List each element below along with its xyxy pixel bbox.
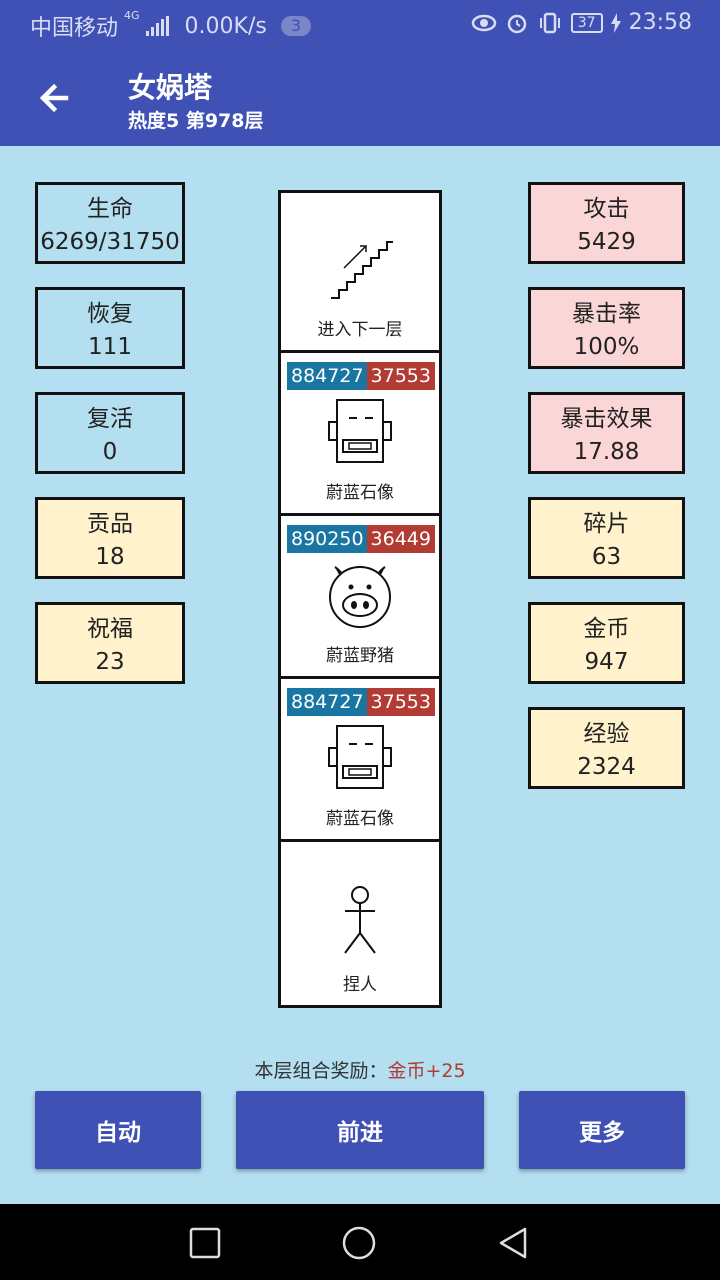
page-subtitle: 热度5 第978层: [128, 110, 264, 132]
home-circle-icon[interactable]: [342, 1226, 376, 1260]
enemy-hp-badge: 890250: [287, 525, 368, 553]
stat-value: 947: [584, 649, 629, 675]
stairs-icon: [331, 241, 393, 299]
stat-value: 100%: [573, 334, 640, 360]
reward-value: 金币+25: [387, 1060, 466, 1082]
eye-icon: [471, 14, 497, 31]
app-bar: 女娲塔 热度5 第978层: [0, 50, 720, 146]
cell-label: 蔚蓝野猪: [326, 646, 394, 666]
page-title: 女娲塔: [128, 71, 213, 104]
stat-value: 18: [95, 544, 125, 570]
back-arrow-icon[interactable]: [34, 78, 74, 118]
stat-value: 17.88: [573, 439, 640, 465]
stat-label: 恢复: [87, 301, 133, 327]
stat-label: 暴击率: [572, 301, 641, 327]
tower-cell-enemy[interactable]: 890250 36449 蔚蓝野猪: [281, 519, 439, 679]
cell-label: 捏人: [343, 975, 377, 995]
stat-attack: 攻击 5429: [528, 182, 685, 264]
network-speed: 0.00K/s: [184, 13, 267, 39]
stat-label: 复活: [87, 406, 133, 432]
stat-tribute[interactable]: 贡品 18: [35, 497, 185, 579]
robot-icon: [328, 725, 392, 789]
stat-label: 经验: [583, 721, 630, 747]
tower-cell-next-floor[interactable]: 进入下一层: [281, 193, 439, 353]
auto-button[interactable]: 自动: [35, 1091, 201, 1169]
stat-label: 暴击效果: [560, 406, 653, 432]
tower-cell-enemy[interactable]: 884727 37553 蔚蓝石像: [281, 356, 439, 516]
charging-icon: [610, 12, 621, 33]
stat-fragments[interactable]: 碎片 63: [528, 497, 685, 579]
enemy-hp-badge: 884727: [287, 688, 368, 716]
stat-experience[interactable]: 经验 2324: [528, 707, 685, 789]
forward-button[interactable]: 前进: [236, 1091, 484, 1169]
signal-icon: [145, 16, 169, 36]
enemy-attack-badge: 37553: [366, 688, 435, 716]
stat-label: 祝福: [87, 616, 133, 642]
stat-crit-rate: 暴击率 100%: [528, 287, 685, 369]
cell-label: 蔚蓝石像: [326, 483, 394, 503]
stat-blessing[interactable]: 祝福 23: [35, 602, 185, 684]
stat-value: 23: [95, 649, 125, 675]
enemy-attack-badge: 36449: [366, 525, 435, 553]
stat-regen: 恢复 111: [35, 287, 185, 369]
alarm-icon: [507, 14, 527, 33]
pig-icon: [329, 566, 391, 628]
stat-label: 碎片: [583, 511, 630, 537]
tower-cell-enemy[interactable]: 884727 37553 蔚蓝石像: [281, 682, 439, 842]
stat-revive: 复活 0: [35, 392, 185, 474]
network-type: 4G: [124, 9, 140, 22]
reward-label: 本层组合奖励：: [254, 1060, 388, 1082]
stat-label: 攻击: [583, 196, 630, 222]
recents-square-icon[interactable]: [188, 1226, 222, 1260]
stat-value: 5429: [577, 229, 636, 255]
back-triangle-icon[interactable]: [496, 1226, 530, 1260]
stat-gold[interactable]: 金币 947: [528, 602, 685, 684]
tower-cell-player[interactable]: 捏人: [281, 845, 439, 1005]
robot-icon: [328, 399, 392, 463]
stat-label: 金币: [583, 616, 630, 642]
stick-figure-icon: [344, 886, 376, 954]
clock: 23:58: [628, 10, 692, 35]
stat-value: 111: [88, 334, 132, 360]
enemy-hp-badge: 884727: [287, 362, 368, 390]
cell-label: 进入下一层: [317, 320, 403, 340]
notification-count-badge: 3: [280, 16, 312, 36]
tower-column: 进入下一层 884727 37553 蔚蓝石像 890250 36449 蔚蓝野: [278, 190, 442, 1008]
stat-value: 63: [591, 544, 622, 570]
enemy-attack-badge: 37553: [366, 362, 435, 390]
cell-label: 蔚蓝石像: [326, 809, 394, 829]
stat-crit-damage: 暴击效果 17.88: [528, 392, 685, 474]
stat-value: 2324: [577, 754, 636, 780]
stat-label: 生命: [87, 196, 133, 222]
carrier-name: 中国移动: [30, 16, 119, 41]
floor-reward: 本层组合奖励：金币+25: [0, 1056, 720, 1083]
stat-value: 6269/31750: [40, 229, 180, 255]
system-nav-bar: [0, 1204, 720, 1280]
more-button[interactable]: 更多: [519, 1091, 685, 1169]
stat-hp: 生命 6269/31750: [35, 182, 185, 264]
status-bar: 中国移动 4G 0.00K/s 3 37 23:58: [0, 0, 720, 50]
vibrate-icon: [539, 12, 560, 33]
battery-level: 37: [570, 12, 603, 33]
stat-label: 贡品: [87, 511, 133, 537]
stat-value: 0: [102, 439, 118, 465]
